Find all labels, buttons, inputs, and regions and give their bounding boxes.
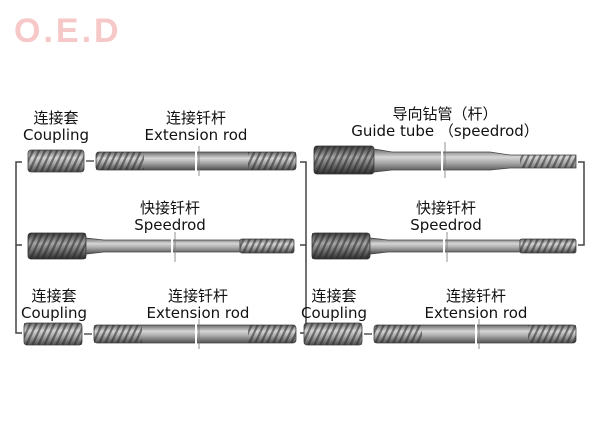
row1-coupling-label: 连接套 Coupling bbox=[22, 109, 90, 144]
row1-coupling bbox=[27, 149, 85, 173]
left-lower-line bbox=[15, 245, 22, 334]
row3-extension-left-label: 连接钎杆 Extension rod bbox=[146, 287, 250, 322]
row3-extension-rod-right bbox=[373, 319, 577, 349]
row3-coupling-left-label: 连接套 Coupling bbox=[20, 287, 88, 322]
row1-extension-label: 连接钎杆 Extension rod bbox=[144, 109, 248, 144]
row1-guide-label: 导向钻管（杆） Guide tube （speedrod） bbox=[351, 105, 539, 140]
row1-extension-rod bbox=[95, 146, 297, 176]
row3-extension-rod-left bbox=[93, 319, 297, 349]
row2-speedrod-right-label: 快接钎杆 Speedrod bbox=[410, 199, 482, 234]
row2-speedrod-right bbox=[311, 232, 577, 262]
row3-coupling-right-label: 连接套 Coupling bbox=[300, 287, 368, 322]
right-bracket-line bbox=[578, 161, 585, 246]
middle-bracket-line bbox=[300, 161, 307, 246]
row1-guide-tube bbox=[313, 142, 577, 178]
row3-extension-right-label: 连接钎杆 Extension rod bbox=[424, 287, 528, 322]
left-bracket-line bbox=[15, 161, 22, 246]
row2-speedrod-left bbox=[27, 232, 295, 262]
row3-coupling-right bbox=[303, 322, 363, 346]
row3-coupling-left bbox=[23, 322, 83, 346]
row2-speedrod-left-label: 快接钎杆 Speedrod bbox=[134, 199, 206, 234]
brand-logo: O.E.D bbox=[14, 12, 122, 50]
